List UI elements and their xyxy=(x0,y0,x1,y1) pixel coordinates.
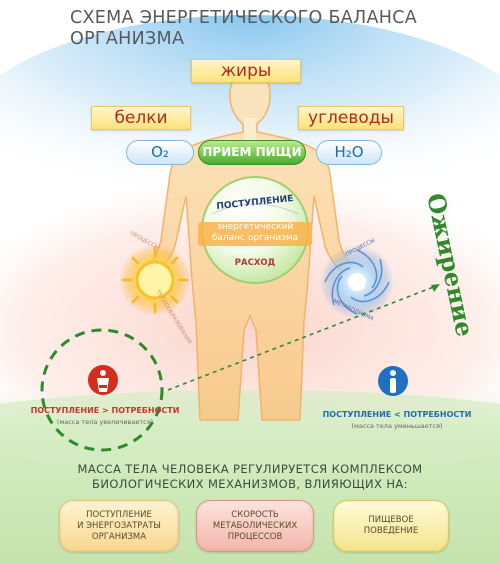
factor-1-line-1: ПОСТУПЛЕНИЕ xyxy=(86,509,152,520)
factor-1-line-2: И ЭНЕРГОЗАТРАТЫ xyxy=(77,520,161,531)
balance-line-1: энергетический xyxy=(216,222,294,232)
expense-label: РАСХОД xyxy=(234,258,276,268)
bottom-caption: МАССА ТЕЛА ЧЕЛОВЕКА РЕГУЛИРУЕТСЯ КОМПЛЕК… xyxy=(40,462,460,492)
oxygen-pill: O₂ xyxy=(126,140,194,165)
weight-loss-icon xyxy=(378,366,408,396)
title-line-1: СХЕМА ЭНЕРГЕТИЧЕСКОГО БАЛАНСА xyxy=(70,8,418,28)
food-intake-pill: ПРИЕМ ПИЩИ xyxy=(198,140,306,165)
label-fats: жиры xyxy=(191,59,301,83)
weight-gain-icon xyxy=(88,365,118,395)
factor-2-line-3: ПРОЦЕССОВ xyxy=(227,531,283,542)
bottom-caption-line-2: БИОЛОГИЧЕСКИХ МЕХАНИЗМОВ, ВЛИЯЮЩИХ НА: xyxy=(92,477,408,491)
left-case-label: ПОСТУПЛЕНИЕ > ПОТРЕБНОСТИ xyxy=(30,406,180,415)
bottom-caption-line-1: МАССА ТЕЛА ЧЕЛОВЕКА РЕГУЛИРУЕТСЯ КОМПЛЕК… xyxy=(77,462,423,476)
factor-2-line-2: МЕТАБОЛИЧЕСКИХ xyxy=(212,520,298,531)
balance-line-2: баланс организма xyxy=(211,233,299,243)
factor-3-line-1: ПИЩЕВОЕ xyxy=(368,515,414,525)
factor-1-line-3: ОРГАНИЗМА xyxy=(91,531,147,542)
right-case-label: ПОСТУПЛЕНИЕ < ПОТРЕБНОСТИ xyxy=(322,410,472,419)
left-case-sub: (масса тела увеличивается) xyxy=(56,418,154,426)
factor-3-line-2: ПОВЕДЕНИЕ xyxy=(363,526,419,536)
right-case-sub: (масса тела уменьшается) xyxy=(351,422,443,430)
page-title: СХЕМА ЭНЕРГЕТИЧЕСКОГО БАЛАНСА ОРГАНИЗМА xyxy=(70,8,430,50)
energy-balance-sphere xyxy=(198,176,312,284)
balance-label: энергетический баланс организма xyxy=(200,222,310,244)
label-proteins: белки xyxy=(91,106,191,130)
factor-eating-behavior: ПИЩЕВОЕ ПОВЕДЕНИЕ xyxy=(333,500,449,552)
label-carbs: углеводы xyxy=(298,106,404,130)
factor-intake-expense: ПОСТУПЛЕНИЕ И ЭНЕРГОЗАТРАТЫ ОРГАНИЗМА xyxy=(59,500,179,552)
heat-process-icon xyxy=(119,244,191,316)
obesity-highlight-circle xyxy=(40,328,164,452)
factor-metabolism-speed: СКОРОСТЬ МЕТАБОЛИЧЕСКИХ ПРОЦЕССОВ xyxy=(196,500,314,552)
factor-2-line-1: СКОРОСТЬ xyxy=(231,509,279,520)
title-line-2: ОРГАНИЗМА xyxy=(70,29,185,49)
metabolism-process-icon xyxy=(320,245,394,319)
water-pill: H₂O xyxy=(316,140,382,165)
